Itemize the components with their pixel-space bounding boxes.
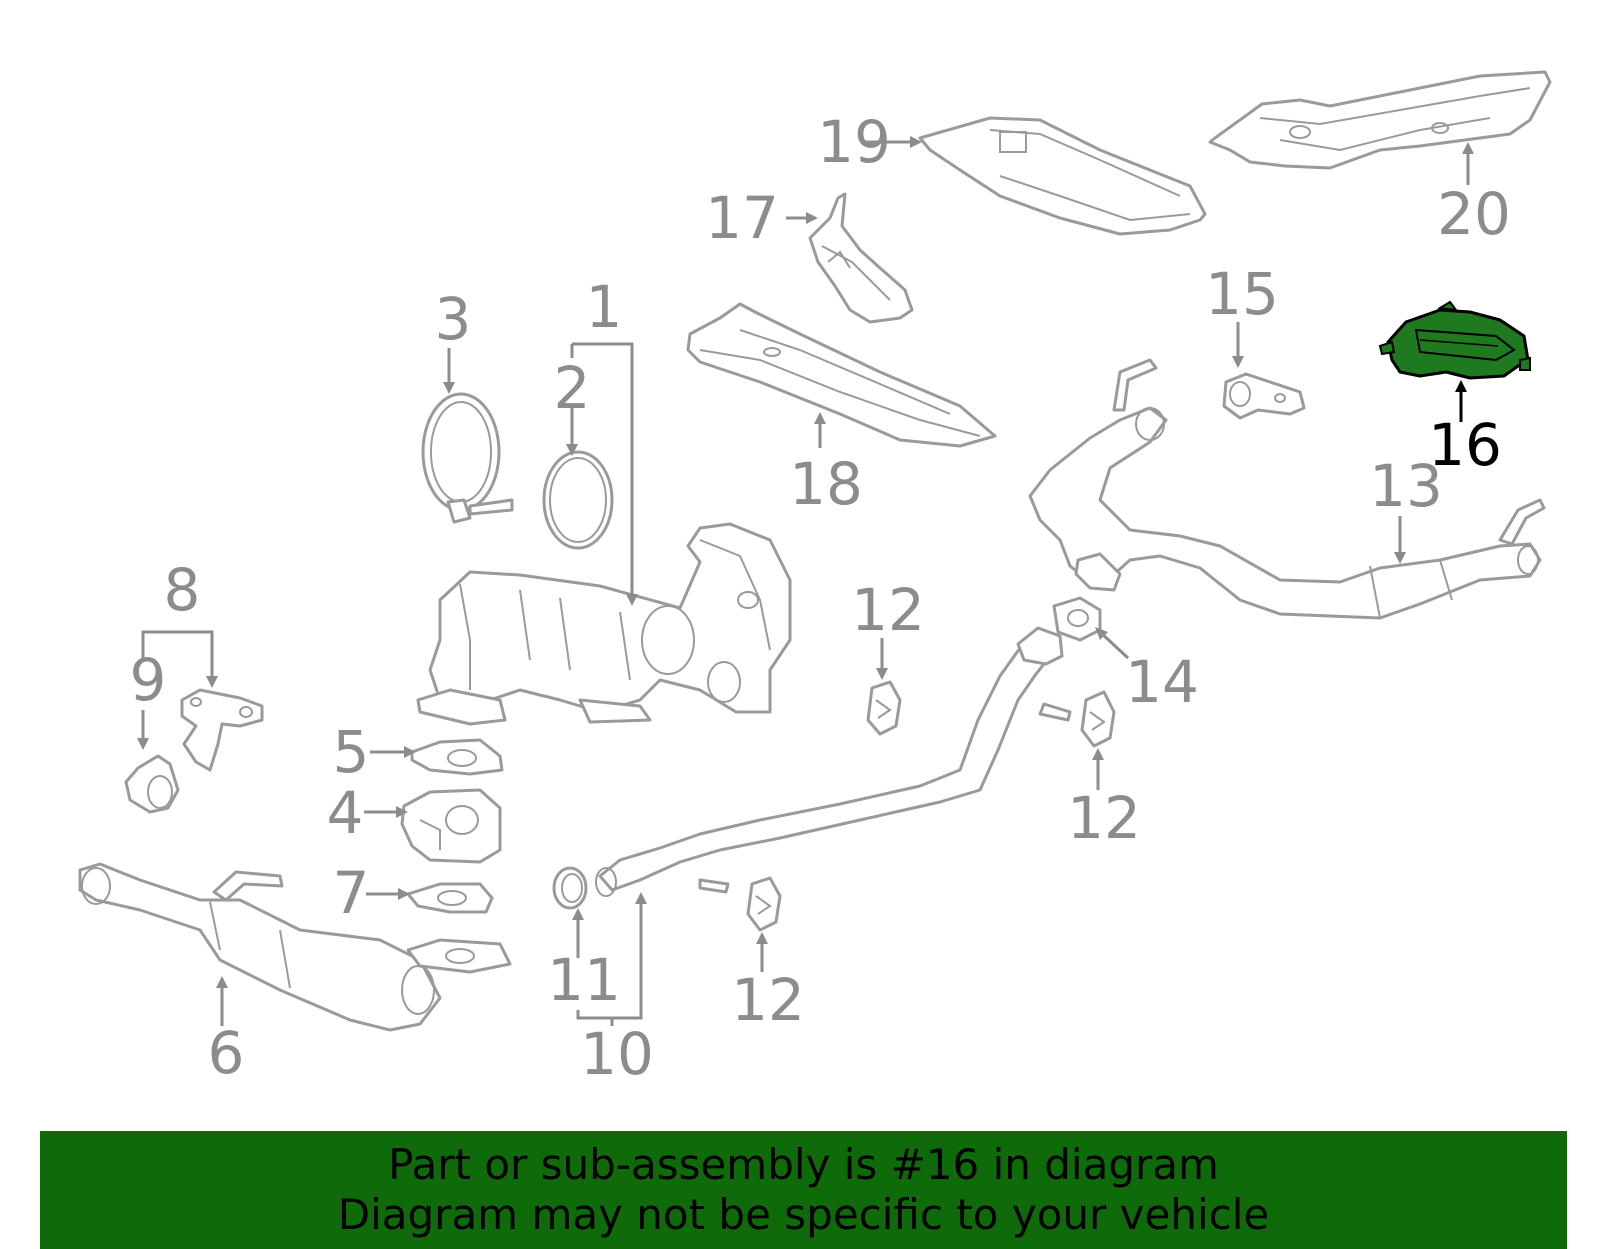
part-16-highlighted-shield[interactable] [1378,300,1531,380]
part-4-flange [400,788,502,864]
callout-17: 17 [705,184,779,252]
part-8-bracket [180,688,264,772]
callout-10: 10 [580,1020,654,1088]
part-12-hanger-a [866,680,902,736]
callout-11: 11 [547,946,621,1014]
arrowhead-17 [806,212,818,224]
callout-18: 18 [789,450,863,518]
arrowhead-15 [1232,356,1244,368]
part-2-gasket [542,450,614,550]
part-1-catalytic-converter [416,522,792,726]
part-19-heat-shield [918,116,1207,236]
arrowhead-16 [1455,380,1467,392]
arrowhead-5 [404,746,416,758]
callout-12c: 12 [731,966,805,1034]
part-5-gasket [410,738,504,776]
callout-7: 7 [333,859,370,927]
part-15-isolator [1222,372,1306,420]
callout-5: 5 [333,718,370,786]
callout-14: 14 [1125,648,1199,716]
arrowhead-12c [756,932,768,944]
part-12-hanger-c [746,876,782,932]
arrowhead-14 [1095,627,1108,640]
callout-1: 1 [586,273,623,341]
part-14-gasket [1052,596,1102,642]
part-7-gasket [406,882,494,914]
arrowhead-7 [398,888,410,900]
callout-15: 15 [1205,260,1279,328]
callout-3: 3 [435,285,472,353]
arrowhead-9 [137,738,149,750]
callout-9: 9 [130,646,167,714]
callout-6: 6 [208,1019,245,1087]
part-10-intermediate-pipe [595,626,1072,897]
arrowhead-13 [1394,552,1406,564]
part-12-hanger-b [1080,690,1116,748]
arrowhead-12a [876,668,888,680]
arrowhead-12b [1092,748,1104,760]
part-3-clamp [421,392,514,524]
leader-10 [576,898,643,1020]
callout-20: 20 [1437,180,1511,248]
part-9-isolator [124,754,180,814]
arrowhead-3 [443,382,455,394]
info-banner: Part or sub-assembly is #16 in diagram D… [40,1131,1567,1249]
part-11-clamp [552,866,588,910]
leader-8 [141,630,214,682]
callout-16[interactable]: 16 [1428,411,1502,479]
arrowhead-10 [635,892,647,904]
arrowhead-1 [626,594,638,606]
banner-line-part-info: Part or sub-assembly is #16 in diagram [388,1140,1219,1189]
arrowhead-11 [572,908,584,920]
banner-line-disclaimer: Diagram may not be specific to your vehi… [337,1190,1270,1239]
leader-14 [1098,630,1130,660]
arrowhead-2 [566,444,578,456]
leader-1 [572,342,634,600]
callout-12a: 12 [851,576,925,644]
callout-8: 8 [164,556,201,624]
arrowhead-20 [1462,142,1474,154]
arrowhead-18 [814,412,826,424]
part-13-rear-muffler [1028,358,1546,620]
callout-12b: 12 [1067,784,1141,852]
part-6-front-pipe [78,862,512,1032]
callout-2: 2 [554,354,591,422]
callout-4: 4 [327,779,364,847]
arrowhead-19 [910,136,922,148]
callout-13: 13 [1369,452,1443,520]
arrowhead-6 [216,976,228,988]
part-17-bracket [808,192,914,324]
part-20-heat-shield [1208,70,1552,170]
arrowhead-4 [396,806,408,818]
callout-19: 19 [817,108,891,176]
arrowhead-8 [206,676,218,688]
part-18-heat-shield [686,302,997,448]
